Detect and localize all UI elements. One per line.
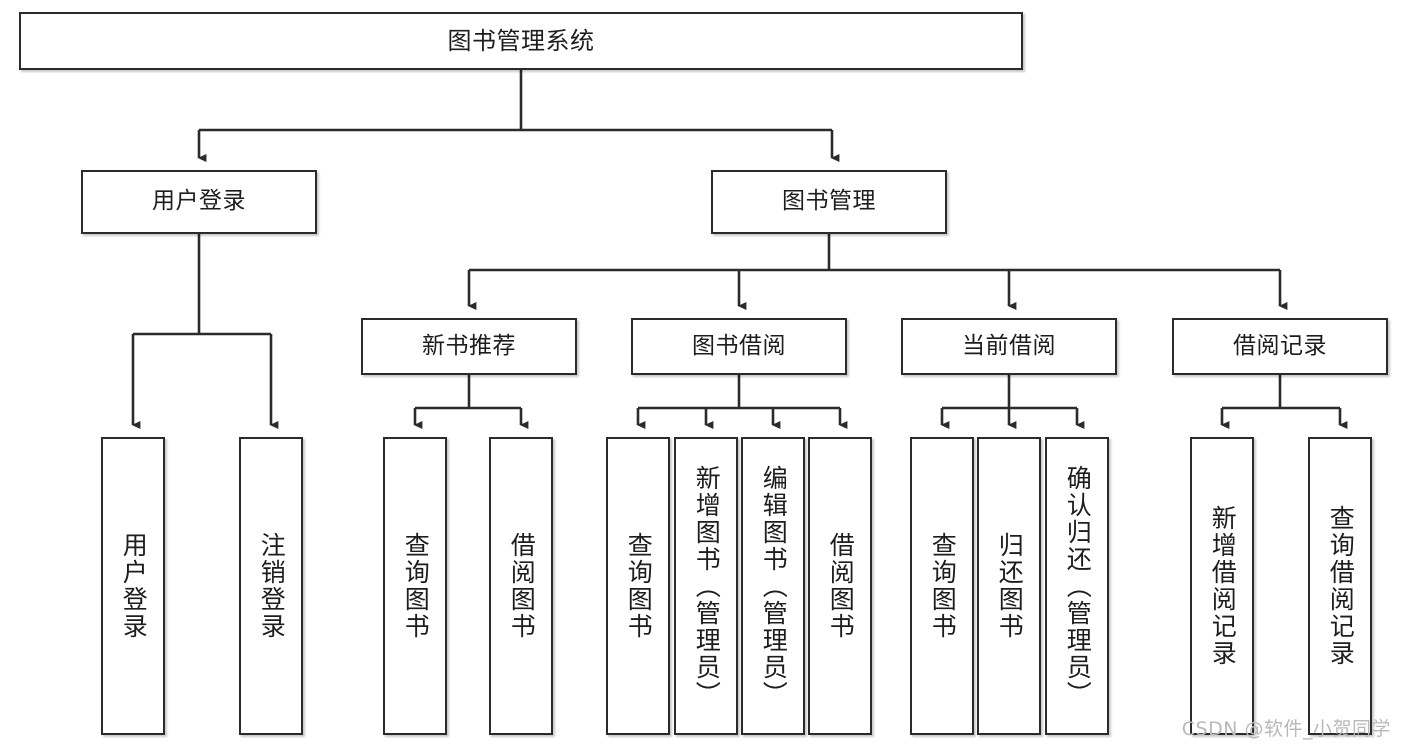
node-new-book-recommend[interactable]: 新书推荐 [361,318,577,375]
node-leaf-query-book-2[interactable]: 查询图书 [606,437,670,735]
node-leaf-return-book-label: 归还图书 [995,532,1025,640]
node-book-borrow[interactable]: 图书借阅 [631,318,847,375]
node-current-borrow-label: 当前借阅 [962,332,1056,359]
node-leaf-confirm-return[interactable]: 确认归还（管理员） [1045,437,1109,735]
csdn-watermark: CSDN @软件_小贺同学 [1181,718,1391,740]
node-user-login-label: 用户登录 [152,188,246,215]
node-leaf-logout-label: 注销登录 [257,532,287,640]
node-leaf-query-book-3-label: 查询图书 [928,532,958,640]
node-borrow-record-label: 借阅记录 [1233,332,1327,359]
node-leaf-add-record[interactable]: 新增借阅记录 [1190,437,1254,735]
node-leaf-borrow-book-2-label: 借阅图书 [826,532,856,640]
node-leaf-edit-book-label: 编辑图书（管理员） [759,464,789,708]
node-leaf-edit-book[interactable]: 编辑图书（管理员） [741,437,805,735]
node-leaf-query-record-label: 查询借阅记录 [1326,505,1356,667]
node-leaf-user-login-label: 用户登录 [119,532,149,640]
node-root-label: 图书管理系统 [447,26,595,55]
node-leaf-borrow-book-1-label: 借阅图书 [507,532,537,640]
node-borrow-record[interactable]: 借阅记录 [1172,318,1388,375]
node-leaf-query-record[interactable]: 查询借阅记录 [1308,437,1372,735]
node-leaf-return-book[interactable]: 归还图书 [977,437,1041,735]
node-leaf-add-record-label: 新增借阅记录 [1208,505,1238,667]
node-leaf-add-book[interactable]: 新增图书（管理员） [674,437,738,735]
node-leaf-user-login[interactable]: 用户登录 [101,437,165,735]
node-leaf-borrow-book-1[interactable]: 借阅图书 [489,437,553,735]
node-book-borrow-label: 图书借阅 [692,332,786,359]
node-leaf-query-book-2-label: 查询图书 [624,532,654,640]
node-leaf-logout[interactable]: 注销登录 [239,437,303,735]
node-leaf-query-book-3[interactable]: 查询图书 [910,437,974,735]
node-leaf-confirm-return-label: 确认归还（管理员） [1063,464,1093,708]
node-root[interactable]: 图书管理系统 [19,12,1023,70]
node-leaf-borrow-book-2[interactable]: 借阅图书 [808,437,872,735]
node-user-login[interactable]: 用户登录 [81,170,317,234]
node-book-management[interactable]: 图书管理 [711,170,947,234]
node-leaf-add-book-label: 新增图书（管理员） [692,464,722,708]
node-leaf-query-book-1-label: 查询图书 [401,532,431,640]
node-leaf-query-book-1[interactable]: 查询图书 [383,437,447,735]
node-new-book-recommend-label: 新书推荐 [422,332,516,359]
node-current-borrow[interactable]: 当前借阅 [901,318,1117,375]
node-book-management-label: 图书管理 [782,188,876,215]
